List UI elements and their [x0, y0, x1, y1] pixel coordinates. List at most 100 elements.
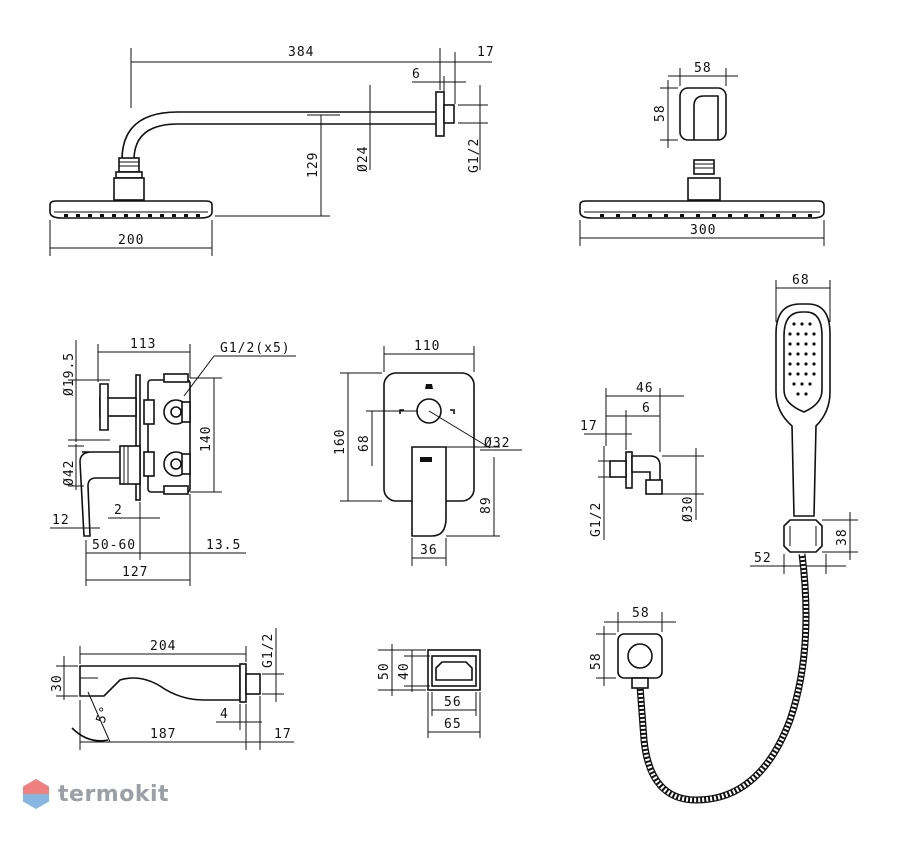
dim-d24: Ø24: [356, 85, 371, 172]
bath-spout-side-view: [71, 663, 261, 743]
dim-200: 200: [49, 220, 213, 256]
brand-watermark: termokit: [22, 778, 169, 810]
dim-label-65: 65: [444, 717, 462, 732]
dim-58-top: 58: [668, 61, 738, 86]
hand-shower-nozzles: [788, 322, 816, 396]
dim-label-38: 38: [835, 528, 850, 546]
dim-label-160: 160: [333, 429, 348, 455]
dim-d19-5: Ø19.5: [62, 340, 110, 442]
dim-110: 110: [383, 339, 475, 372]
dim-label-58-bracket-h: 58: [589, 652, 604, 670]
dim-label-110: 110: [414, 339, 440, 354]
dim-204: 204: [79, 639, 247, 664]
dim-label-58-top: 58: [694, 61, 712, 76]
dim-label-13-5: 13.5: [206, 538, 241, 553]
dim-140: 140: [190, 377, 222, 493]
dim-label-17: 17: [477, 45, 495, 60]
dim-label-200: 200: [118, 233, 144, 248]
dim-38: 38: [822, 512, 858, 560]
dim-label-204: 204: [150, 639, 176, 654]
mixer-face-plate-front: [383, 372, 491, 537]
dim-label-129: 129: [306, 152, 321, 178]
dim-89: 89: [446, 446, 500, 537]
dim-label-30: 30: [50, 674, 65, 692]
dim-d42: Ø42: [62, 444, 84, 490]
dim-160: 160: [333, 372, 382, 502]
hand-shower: [775, 303, 831, 553]
dim-17-outlet: 17: [580, 419, 632, 435]
dim-label-52: 52: [754, 551, 772, 566]
dim-127: 127: [86, 565, 190, 581]
dim-13-5: 13.5: [140, 538, 246, 554]
dim-label-89: 89: [479, 496, 494, 514]
dim-label-46: 46: [636, 381, 654, 396]
dim-36: 36: [411, 538, 447, 566]
dim-label-40: 40: [397, 662, 412, 680]
dim-label-58-side: 58: [653, 104, 668, 122]
dim-label-d24: Ø24: [356, 146, 371, 172]
dim-label-113: 113: [130, 337, 156, 352]
dim-label-5deg: 5°: [94, 704, 114, 726]
dim-30: 30: [50, 656, 78, 700]
shower-hose: [636, 553, 810, 804]
dim-4: 4: [216, 704, 262, 730]
dim-label-d32: Ø32: [484, 436, 510, 451]
dim-68-plate: 68: [357, 410, 418, 466]
dim-label-50: 50: [377, 662, 392, 680]
dim-58-bracket-h: 58: [589, 626, 616, 686]
shower-head-side-view: [49, 91, 455, 219]
dim-300: 300: [579, 220, 825, 246]
wall-bracket-front: [617, 633, 663, 689]
dim-label-g12x5: G1/2(x5): [220, 341, 291, 356]
dim-label-187: 187: [150, 727, 176, 742]
concealed-mixer-side-view: [79, 373, 191, 537]
dim-113: 113: [97, 337, 191, 382]
dim-40: 40: [397, 650, 430, 692]
dim-label-68-plate: 68: [357, 434, 372, 452]
dim-6-outlet: 6: [606, 401, 660, 450]
dim-52: 52: [750, 551, 846, 574]
dim-label-g12-arm: G1/2: [467, 138, 482, 173]
dim-label-300: 300: [690, 223, 716, 238]
dim-label-6: 6: [412, 67, 421, 82]
dim-g12x5: G1/2(x5): [183, 341, 296, 397]
dim-label-50-60: 50-60: [92, 538, 136, 553]
dim-label-17-outlet: 17: [580, 419, 598, 434]
dim-d30: Ø30: [662, 448, 704, 522]
dim-46: 46: [605, 381, 684, 452]
brand-name: termokit: [58, 781, 170, 807]
dim-label-2: 2: [114, 503, 123, 518]
dim-50-60: 50-60: [85, 494, 191, 586]
hexagon-logo-icon: [23, 779, 49, 809]
dim-label-127: 127: [122, 565, 148, 580]
dim-17-top: 17: [440, 45, 495, 104]
dim-label-d30: Ø30: [681, 496, 696, 522]
dim-68-hand: 68: [775, 273, 831, 322]
dim-label-g12-spout: G1/2: [261, 633, 276, 668]
dim-58-bracket-w: 58: [604, 606, 676, 632]
dim-384: 384: [130, 45, 441, 108]
shower-head-front-view: [579, 87, 825, 219]
dim-label-d19-5: Ø19.5: [62, 352, 77, 396]
dim-58-side: 58: [653, 80, 678, 148]
dim-129: 129: [215, 114, 340, 217]
dim-56: 56: [431, 692, 477, 716]
dim-label-g12-outlet: G1/2: [589, 502, 604, 537]
dim-label-56: 56: [444, 695, 462, 710]
dim-12: 12: [50, 513, 100, 529]
dim-label-d42: Ø42: [62, 460, 77, 486]
nozzle-row-side: [64, 214, 200, 217]
nozzle-row-front: [600, 214, 812, 217]
dim-label-17-spout: 17: [274, 727, 292, 742]
dim-65: 65: [427, 692, 481, 738]
dim-label-140: 140: [199, 426, 214, 452]
dim-label-6-outlet: 6: [642, 401, 651, 416]
dim-6: 6: [412, 67, 466, 92]
dim-d32: Ø32: [480, 436, 522, 451]
cover-plate-front: [427, 649, 481, 691]
dim-50: 50: [377, 644, 426, 696]
dim-g12-arm: G1/2: [458, 85, 488, 173]
dim-label-36: 36: [420, 543, 438, 558]
dim-187: 187: [79, 700, 247, 750]
